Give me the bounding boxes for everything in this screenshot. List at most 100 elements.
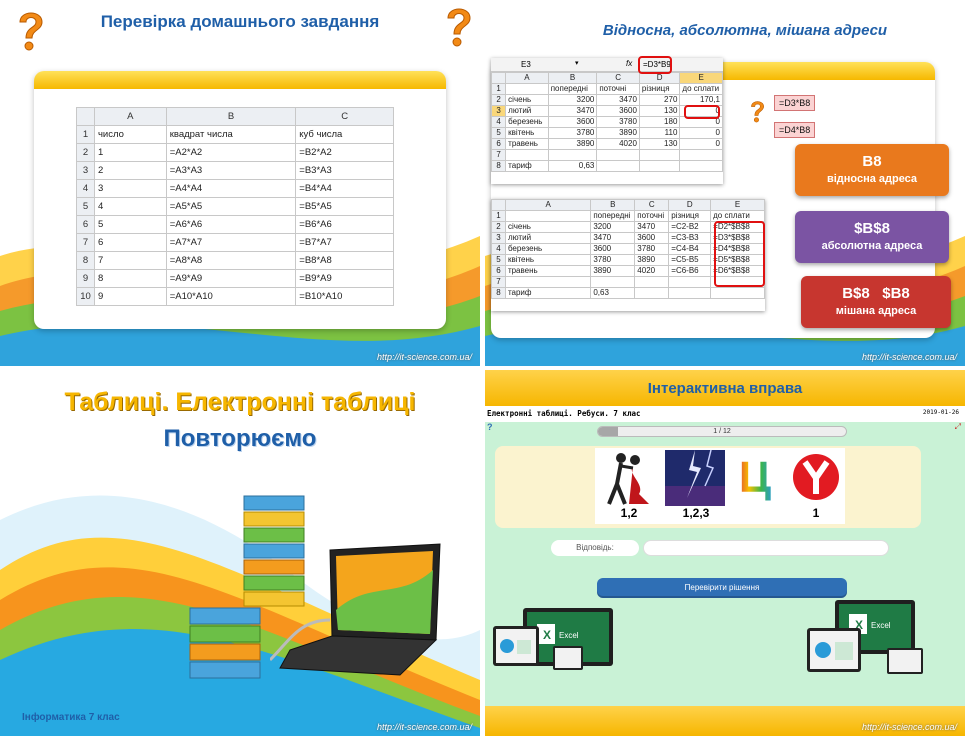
column-header: C — [295, 107, 394, 126]
table-cell: 3470 — [547, 105, 598, 117]
row-header: 5 — [490, 127, 507, 139]
table-cell: куб числа — [295, 125, 394, 144]
row-header: 6 — [76, 215, 95, 234]
row-header: 2 — [76, 143, 95, 162]
formula-input[interactable]: =D3*B9 — [643, 60, 671, 69]
table-cell: різниця — [668, 210, 712, 222]
row-header: 8 — [76, 251, 95, 270]
table-cell: 5 — [93, 215, 167, 234]
table-cell: лютий — [505, 105, 549, 117]
answer-input[interactable] — [643, 540, 889, 556]
table-cell: =B5*A5 — [295, 197, 394, 216]
progress-fill — [598, 427, 618, 436]
table-cell: =A8*A8 — [165, 251, 297, 270]
column-header: B — [165, 107, 297, 126]
table-cell — [638, 149, 681, 161]
name-box-dropdown-icon[interactable]: ▾ — [575, 60, 579, 67]
row-header: 5 — [76, 197, 95, 216]
table-cell: січень — [505, 94, 549, 106]
table-cell: поточні — [596, 83, 640, 95]
corner-cell — [490, 72, 507, 84]
table-cell: 3600 — [590, 243, 636, 255]
table-cell — [634, 287, 670, 299]
slide-title: Перевірка домашнього завдання — [100, 12, 380, 31]
table-cell: =B8*A8 — [295, 251, 394, 270]
dancers-icon — [607, 453, 649, 505]
formula-example-1: =D3*B8 — [774, 95, 816, 111]
table-cell: =B2*A2 — [295, 143, 394, 162]
table-cell — [504, 210, 592, 222]
row-header: 7 — [490, 149, 507, 161]
table-cell: число — [93, 125, 167, 144]
name-box[interactable]: E3 — [521, 60, 531, 69]
panel-header-bar — [34, 71, 446, 89]
table-cell: травень — [505, 138, 549, 150]
table-cell: =A4*A4 — [165, 179, 297, 198]
table-cell: =A5*A5 — [165, 197, 297, 216]
excel-devices-illustration: X Excel — [807, 600, 923, 674]
table-cell: 170,1 — [679, 94, 723, 106]
excel-label: Excel — [871, 621, 891, 630]
table-cell: =C5-B5 — [668, 254, 712, 266]
table-cell: попередні — [547, 83, 598, 95]
formula-column-highlight — [714, 221, 765, 287]
table-cell: 0,63 — [547, 160, 598, 172]
fullscreen-icon[interactable]: ⤢ — [954, 422, 961, 431]
row-header: 7 — [76, 233, 95, 252]
slide-title-review: Таблиці. Електронні таблиці Повторюємо І… — [0, 370, 480, 736]
slide-title: Інтерактивна вправа — [647, 380, 803, 397]
function-icon[interactable]: fx — [626, 59, 633, 68]
table-cell: 1 — [93, 143, 167, 162]
main-title: Таблиці. Електронні таблиці — [64, 388, 416, 416]
table-cell — [668, 287, 712, 299]
table-cell: =B9*A9 — [295, 269, 394, 288]
row-header: 2 — [490, 94, 507, 106]
table-cell: 3600 — [634, 232, 670, 244]
formula-bar: E3 ▾ fx =D3*B9 — [491, 58, 723, 72]
rebus-label: 1,2,3 — [682, 506, 710, 520]
table-cell: =C2-B2 — [668, 221, 712, 233]
quiz-date: 2019-01-26 — [922, 409, 959, 416]
answer-label: Відповідь: — [551, 540, 639, 556]
footer-subject: Інформатика 7 клас — [22, 712, 120, 723]
table-cell: 3890 — [634, 254, 670, 266]
absolute-address-example: $B$8 — [854, 220, 890, 237]
row-header: 1 — [76, 125, 95, 144]
table-cell: тариф — [504, 287, 592, 299]
table-cell: 0,63 — [590, 287, 636, 299]
table-cell — [679, 160, 723, 172]
mixed-address-label: мішана адреса — [835, 305, 917, 317]
table-cell: тариф — [505, 160, 549, 172]
table-cell: квадрат числа — [165, 125, 297, 144]
table-cell — [504, 276, 592, 288]
row-header: 3 — [490, 105, 507, 117]
table-cell: 3890 — [547, 138, 598, 150]
check-solution-button[interactable]: Перевірити рішення — [597, 578, 847, 598]
column-header: A — [93, 107, 167, 126]
progress-bar: 1 / 12 — [597, 426, 847, 437]
table-cell: 4020 — [596, 138, 640, 150]
row-header: 3 — [76, 161, 95, 180]
column-header: D — [638, 72, 681, 84]
row-header: 1 — [491, 210, 506, 222]
rebus-image: 1,2 1,2,3 Ц 1 — [595, 448, 845, 524]
site-credit: http://it-science.com.ua/ — [861, 722, 957, 732]
site-credit: http://it-science.com.ua/ — [376, 352, 472, 362]
table-cell: 3780 — [596, 116, 640, 128]
table-cell: 3600 — [596, 105, 640, 117]
rebus-letter: Ц — [738, 453, 772, 502]
help-icon[interactable]: ? — [487, 422, 493, 432]
table-cell: квітень — [505, 127, 549, 139]
table-cell: =A7*A7 — [165, 233, 297, 252]
table-cell: 3200 — [547, 94, 598, 106]
table-cell: 3780 — [634, 243, 670, 255]
